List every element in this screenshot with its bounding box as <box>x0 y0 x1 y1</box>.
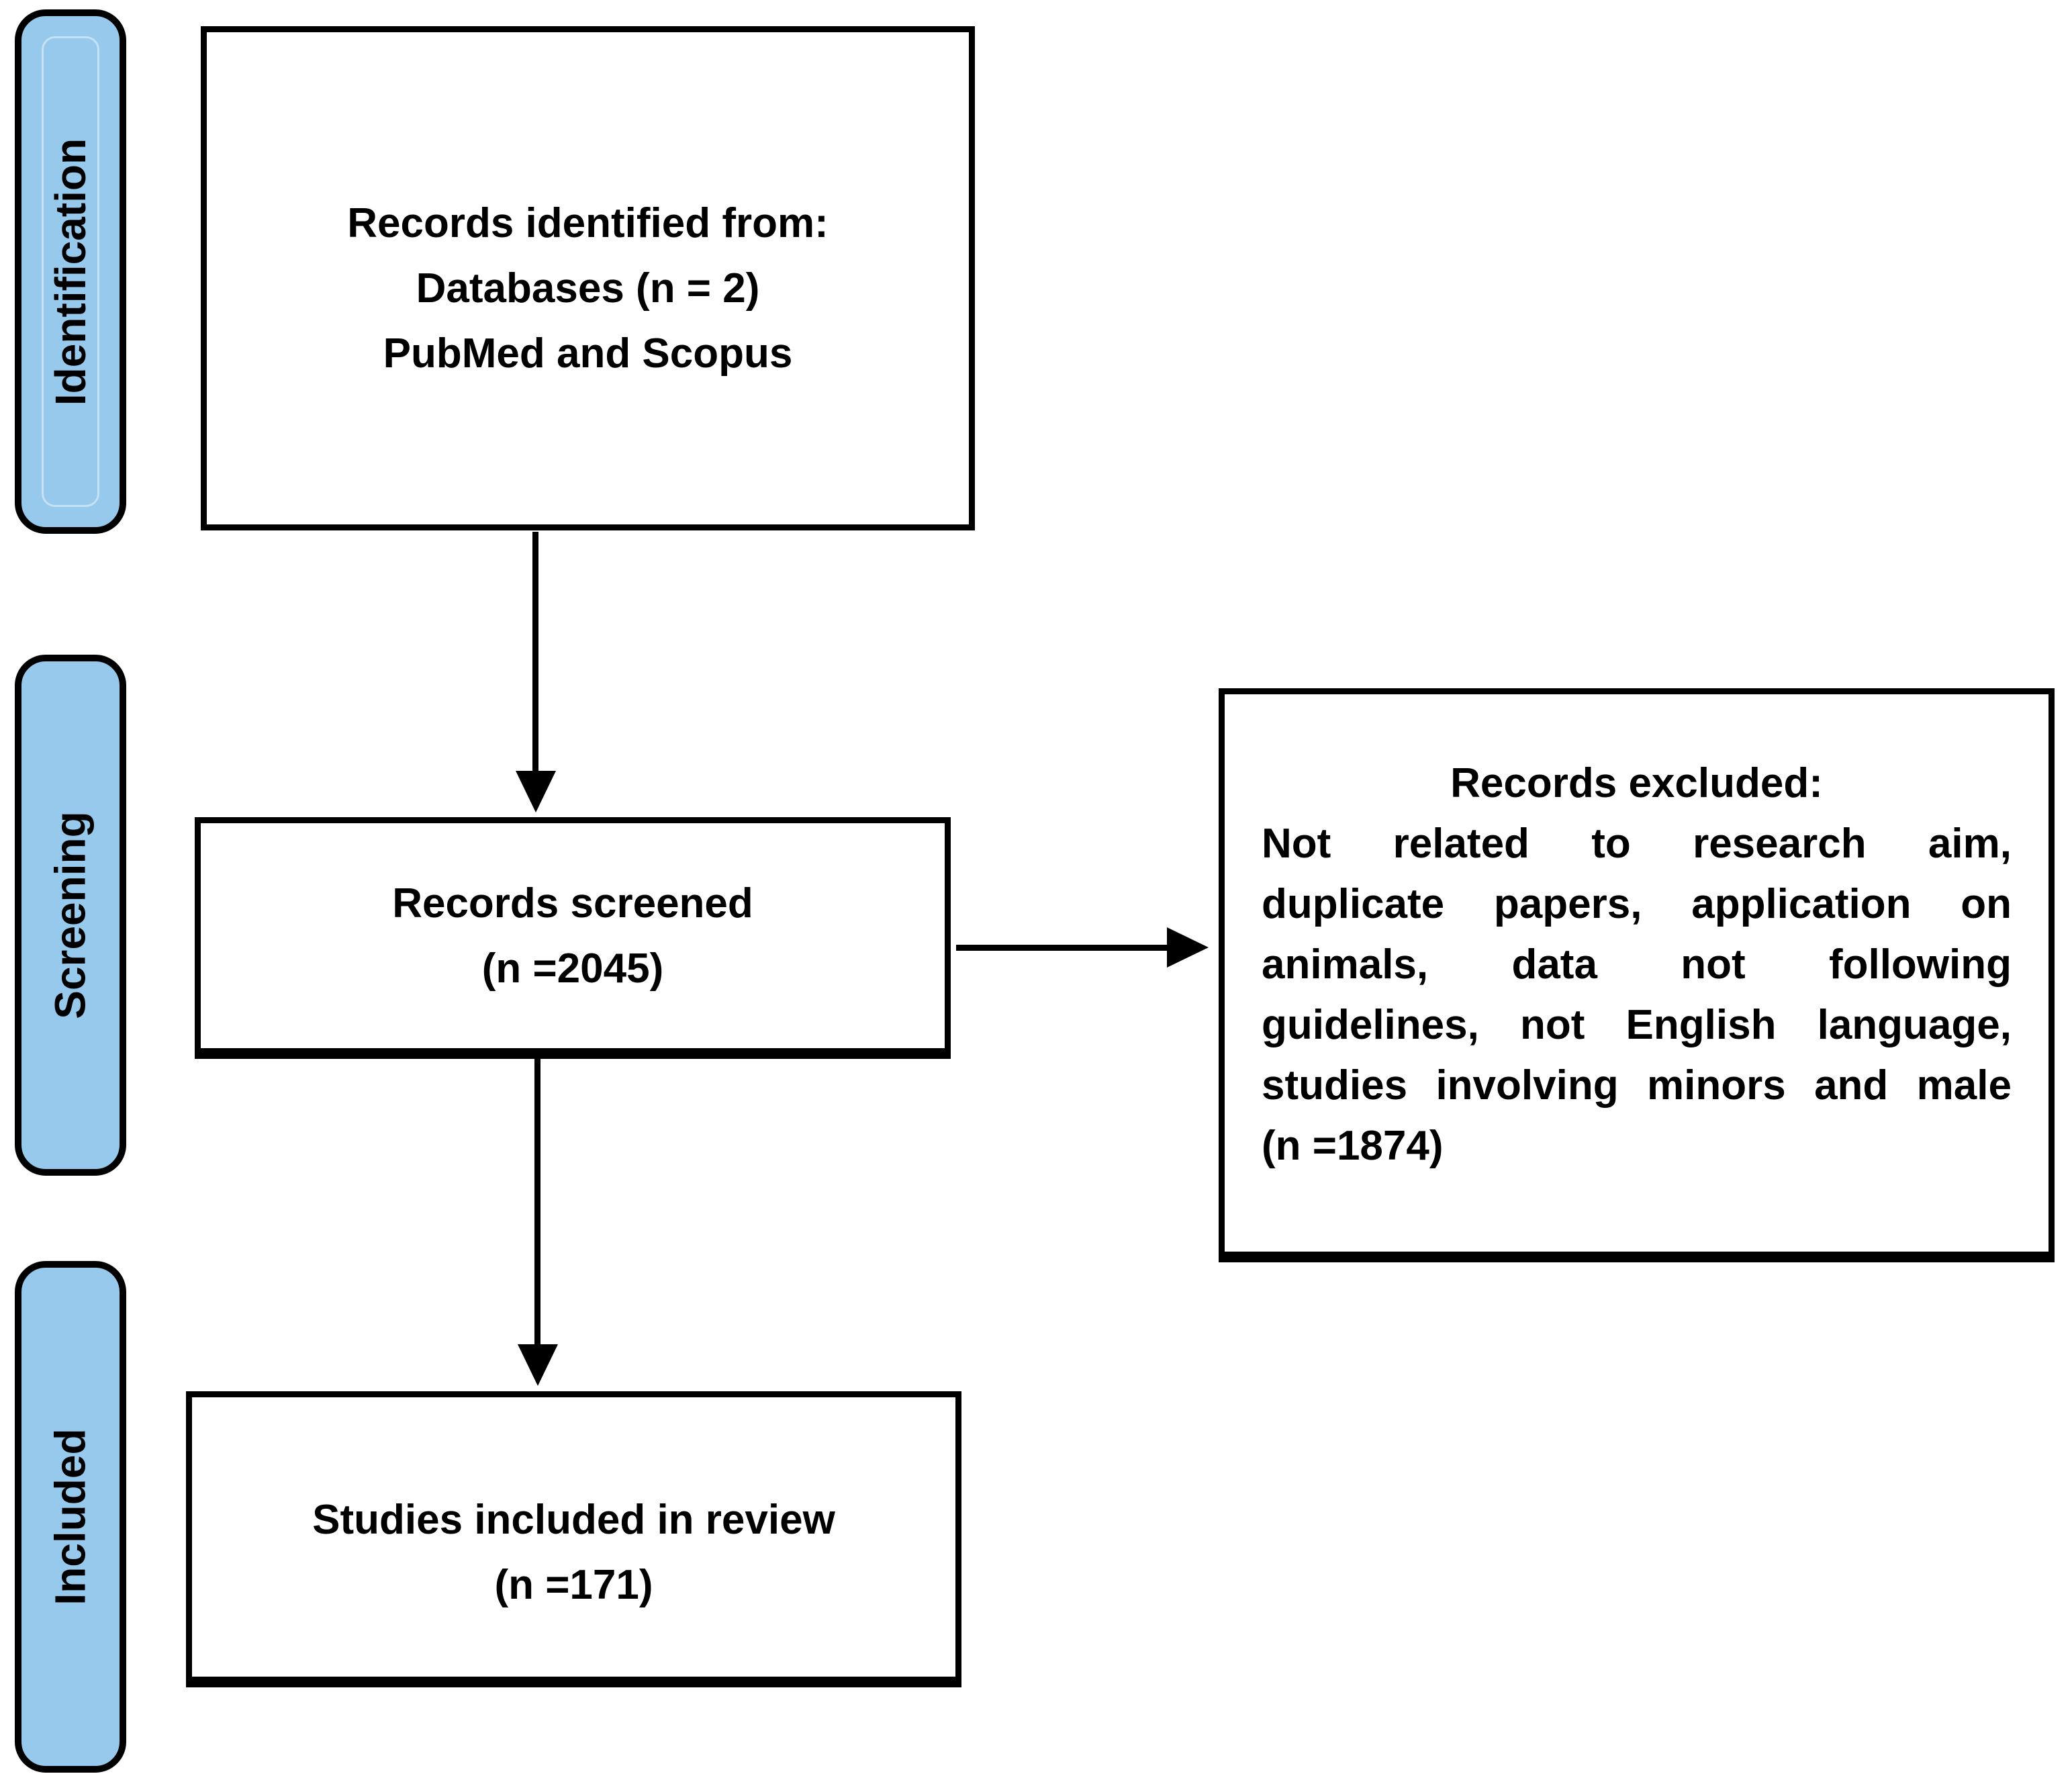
records-excluded-body-line: guidelines, not English language, <box>1262 1002 2012 1048</box>
records-identified-line: PubMed and Scopus <box>383 330 793 377</box>
stage-label-included: Included <box>15 1261 126 1773</box>
records-excluded-body-line: animals, data not following <box>1262 941 2012 988</box>
stage-label-identification: Identification <box>15 9 126 534</box>
arrowhead-down-icon <box>518 1344 558 1386</box>
arrowhead-right-icon <box>1167 927 1209 968</box>
records-excluded-count: (n =1874) <box>1262 1123 1444 1169</box>
records-excluded-body-line: studies involving minors and male <box>1262 1062 2012 1109</box>
studies-included-box: Studies included in review (n =171) <box>186 1391 961 1687</box>
records-screened-line: Records screened <box>392 880 753 927</box>
records-excluded-heading: Records excluded: <box>1450 760 1823 806</box>
records-identified-line: Databases (n = 2) <box>416 265 760 312</box>
records-screened-line: (n =2045) <box>481 945 664 992</box>
records-screened-box: Records screened (n =2045) <box>195 817 951 1059</box>
stage-label-screening: Screening <box>15 655 126 1176</box>
stage-label-included-text: Included <box>46 1428 95 1605</box>
arrowhead-down-icon <box>516 771 556 812</box>
records-identified-box: Records identified from: Databases (n = … <box>201 26 975 530</box>
studies-included-line: Studies included in review <box>312 1496 835 1543</box>
arrow-screened-to-excluded-shaft <box>956 945 1168 951</box>
records-excluded-box: Records excluded: Not related to researc… <box>1219 688 2055 1262</box>
stage-label-screening-text: Screening <box>46 811 95 1019</box>
arrow-screened-to-included-shaft <box>534 1059 540 1346</box>
arrow-identified-to-screened-shaft <box>532 532 538 772</box>
stage-label-identification-text: Identification <box>46 138 95 406</box>
records-excluded-body-line: Not related to research aim, <box>1262 821 2012 867</box>
records-excluded-body-line: duplicate papers, application on <box>1262 881 2012 927</box>
records-identified-line: Records identified from: <box>347 200 829 246</box>
studies-included-line: (n =171) <box>494 1561 653 1608</box>
